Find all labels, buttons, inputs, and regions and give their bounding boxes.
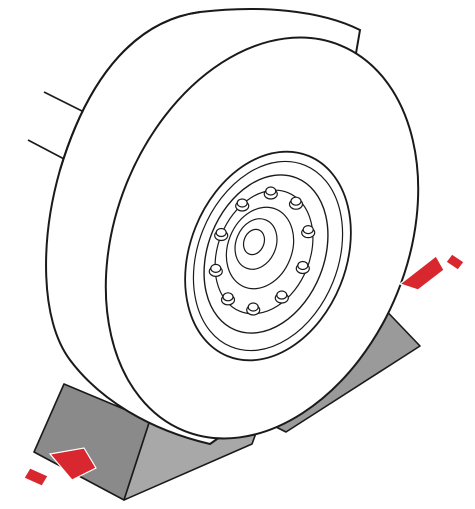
lug-nut-icon xyxy=(222,293,235,305)
lug-nut-icon xyxy=(289,197,302,209)
lug-nut-icon xyxy=(247,303,260,315)
front-arrow xyxy=(24,448,96,486)
lug-nut-icon xyxy=(209,264,222,276)
lug-nut-icon xyxy=(215,229,228,241)
lug-nut-icon xyxy=(296,261,309,273)
lug-nut-icon xyxy=(302,226,315,238)
lug-nut-icon xyxy=(264,187,277,199)
lug-nut-icon xyxy=(236,199,249,211)
lug-nut-icon xyxy=(275,291,288,303)
